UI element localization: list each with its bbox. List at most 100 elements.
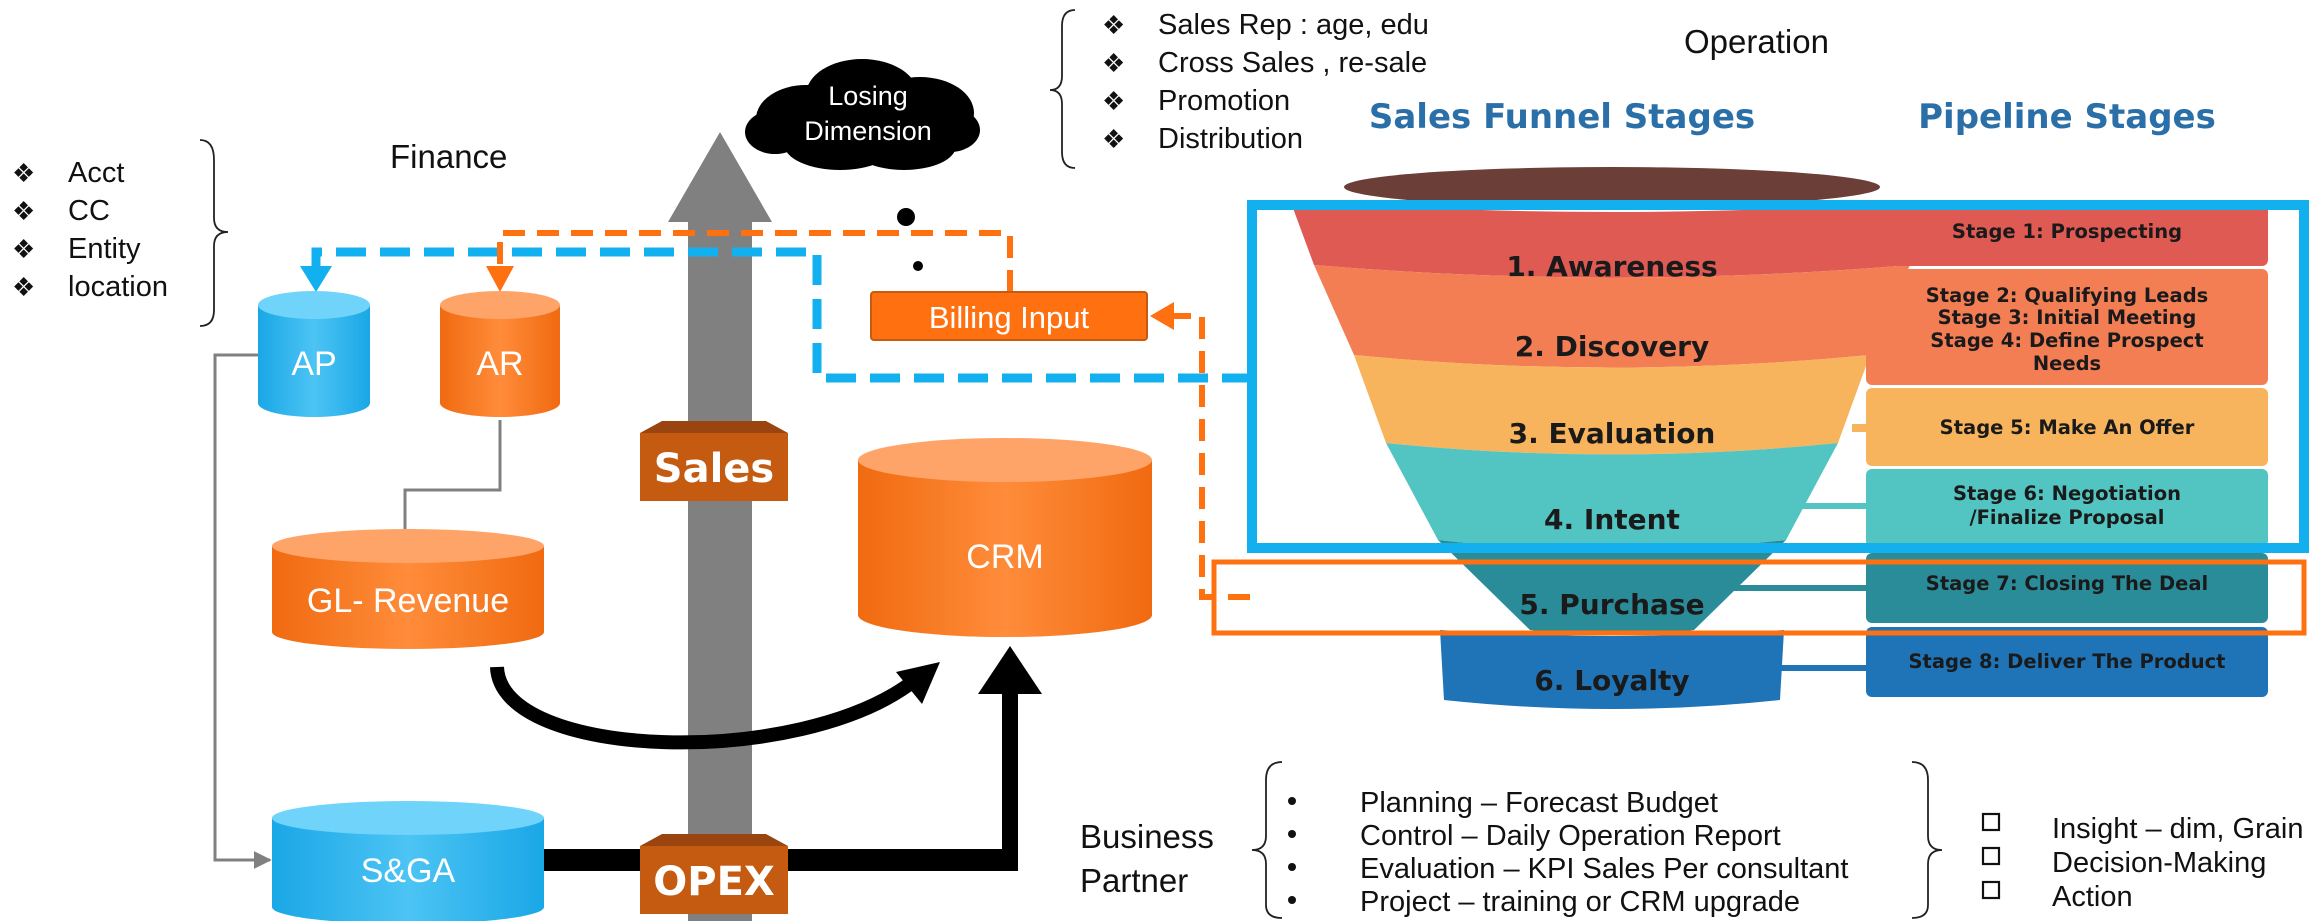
- list-item: Evaluation – KPI Sales Per consultant: [1288, 853, 1848, 885]
- crm-label: CRM: [966, 538, 1043, 576]
- sales-dim-label: Distribution: [1158, 123, 1303, 155]
- gl-revenue-cylinder[interactable]: GL- Revenue: [272, 529, 544, 649]
- pipeline-stage-6: Stage 6: Negotiation /Finalize Proposal: [1866, 469, 2268, 547]
- orange-arrowhead-icon: [1150, 302, 1174, 330]
- stage-label: Stage 7: Closing The Deal: [1926, 572, 2208, 595]
- bp-item-label: Control – Daily Operation Report: [1360, 820, 1781, 852]
- sales-dims-brace: [1049, 9, 1076, 169]
- billing-input-box[interactable]: Billing Input: [870, 291, 1148, 341]
- bp-item-label: Planning – Forecast Budget: [1360, 787, 1718, 819]
- bp-item-label: Project – training or CRM upgrade: [1360, 886, 1800, 918]
- curved-arrowhead-icon: [896, 662, 940, 704]
- sales-dimensions-list: ❖ Sales Rep : age, edu ❖ Cross Sales , r…: [1102, 9, 1429, 155]
- sga-to-crm-arrow: [544, 646, 1042, 871]
- list-item: ❖ Cross Sales , re-sale: [1102, 47, 1427, 79]
- pipeline-stage-8: Stage 8: Deliver The Product: [1866, 627, 2268, 697]
- finance-dim-label: location: [68, 271, 168, 303]
- list-item: ❖ Sales Rep : age, edu: [1102, 9, 1429, 41]
- funnel-band-discovery: [1314, 265, 1910, 368]
- diamond-bullet-icon: ❖: [12, 158, 35, 188]
- stage-label: Needs: [2033, 352, 2101, 375]
- pipeline-stage-2-4: Stage 2: Qualifying Leads Stage 3: Initi…: [1866, 269, 2268, 385]
- finance-title: Finance: [390, 138, 507, 175]
- funnel-label: 6. Loyalty: [1534, 664, 1689, 697]
- diamond-bullet-icon: ❖: [1102, 48, 1125, 78]
- stage-label: Stage 6: Negotiation: [1953, 482, 2181, 505]
- ap-to-sga-connector: [213, 353, 272, 869]
- funnel-band-loyalty: [1440, 630, 1784, 709]
- funnel-label: 5. Purchase: [1519, 588, 1704, 621]
- gl-to-crm-curved-arrow: [490, 666, 920, 750]
- funnel-band-evaluation: [1354, 355, 1870, 455]
- ap-cylinder[interactable]: AP: [258, 291, 370, 417]
- bullet-dot-icon: [1288, 863, 1296, 871]
- operation-title: Operation: [1684, 23, 1829, 60]
- diamond-bullet-icon: ❖: [12, 234, 35, 264]
- list-item: ❖ Entity: [12, 233, 141, 265]
- finance-dim-label: CC: [68, 195, 110, 227]
- losing-dimension-cloud: Losing Dimension: [745, 59, 980, 170]
- pipeline-header: Pipeline Stages: [1918, 97, 2216, 137]
- blue-dashed-flow: [311, 247, 1252, 383]
- diamond-bullet-icon: ❖: [1102, 86, 1125, 116]
- sales-opex-arrow: [668, 132, 772, 921]
- funnel-label: 3. Evaluation: [1509, 417, 1716, 450]
- list-item: ❖ Distribution: [1102, 123, 1303, 155]
- sales-tag: Sales: [640, 421, 788, 501]
- sga-label: S&GA: [361, 852, 456, 890]
- list-item: ❖ Promotion: [1102, 85, 1290, 117]
- funnel-band-intent: [1386, 443, 1838, 550]
- list-item: Decision-Making: [1981, 846, 2266, 879]
- outcomes-brace: [1911, 761, 1943, 919]
- bullet-dot-icon: [1288, 797, 1296, 805]
- bullet-dot-icon: [1288, 830, 1296, 838]
- pipeline-stage-5: Stage 5: Make An Offer: [1866, 388, 2268, 466]
- sales-funnel: 1. Awareness 2. Discovery 3. Evaluation …: [1290, 167, 1934, 709]
- bp-items-list: Planning – Forecast Budget Control – Dai…: [1288, 787, 1848, 918]
- list-item: Planning – Forecast Budget: [1288, 787, 1718, 819]
- dot-marker: [913, 261, 923, 271]
- list-item: Insight – dim, Grain: [1981, 812, 2303, 845]
- bp-item-label: Evaluation – KPI Sales Per consultant: [1360, 853, 1848, 885]
- stage-label: Stage 2: Qualifying Leads: [1926, 284, 2209, 307]
- sales-dim-label: Promotion: [1158, 85, 1290, 117]
- crm-cylinder[interactable]: CRM: [858, 438, 1152, 637]
- stage-label: Stage 5: Make An Offer: [1940, 416, 2195, 439]
- list-item: ❖ location: [12, 271, 168, 303]
- business-partner-line-2: Partner: [1080, 862, 1188, 899]
- diamond-bullet-icon: ❖: [1102, 10, 1125, 40]
- ar-cylinder[interactable]: AR: [440, 291, 560, 417]
- ar-label: AR: [476, 345, 523, 383]
- ap-label: AP: [291, 345, 336, 383]
- outcome-label: Decision-Making: [2052, 847, 2266, 879]
- dot-marker: [897, 208, 915, 226]
- stage-label: /Finalize Proposal: [1969, 506, 2164, 529]
- outcomes-list: Insight – dim, Grain Decision-Making Act…: [1981, 812, 2303, 913]
- diamond-bullet-icon: ❖: [1102, 124, 1125, 154]
- orange-arrowhead-icon: [486, 266, 514, 292]
- orange-highlight-frame: [1211, 559, 2307, 636]
- sga-cylinder[interactable]: S&GA: [272, 801, 544, 921]
- stage-label: Stage 3: Initial Meeting: [1938, 306, 2197, 329]
- sales-dim-label: Cross Sales , re-sale: [1158, 47, 1427, 79]
- list-item: ❖ Acct: [12, 157, 124, 189]
- finance-dimensions-list: ❖ Acct ❖ CC ❖ Entity ❖ location: [12, 157, 168, 303]
- blue-highlight-frame: [1247, 200, 2309, 553]
- list-item: Control – Daily Operation Report: [1288, 820, 1781, 852]
- checkbox-square-icon: [1981, 812, 2001, 832]
- funnel-label: 2. Discovery: [1515, 330, 1710, 363]
- finance-brace: [199, 139, 229, 327]
- blue-arrowhead-icon: [300, 266, 332, 292]
- gl-revenue-label: GL- Revenue: [307, 582, 509, 620]
- diamond-bullet-icon: ❖: [12, 196, 35, 226]
- pipeline-stage-1: Stage 1: Prospecting: [1866, 202, 2268, 266]
- checkbox-square-icon: [1981, 846, 2001, 866]
- ar-to-gl-connector: [396, 420, 502, 560]
- finance-dim-label: Entity: [68, 233, 141, 265]
- stage-label: Stage 1: Prospecting: [1952, 220, 2182, 243]
- funnel-label: 1. Awareness: [1506, 250, 1717, 283]
- sales-tag-label: Sales: [654, 446, 774, 492]
- cloud-line-1: Losing: [828, 81, 908, 111]
- stage-label: Stage 4: Define Prospect: [1930, 329, 2203, 352]
- diamond-bullet-icon: ❖: [12, 272, 35, 302]
